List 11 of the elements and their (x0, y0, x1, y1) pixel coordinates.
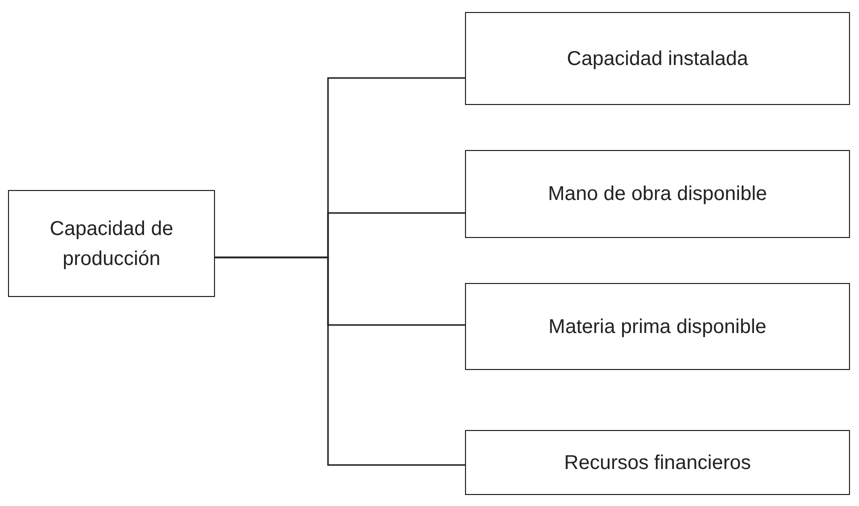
box-label: Recursos financieros (564, 450, 751, 476)
connector-line (215, 256, 465, 466)
process-box (465, 430, 850, 495)
box-label: Mano de obra disponible (548, 182, 768, 207)
box-label: Capacidad de producción (49, 216, 174, 272)
process-box (465, 12, 850, 105)
process-box (8, 190, 215, 297)
process-box (465, 283, 850, 370)
process-box (465, 150, 850, 238)
box-label: Capacidad instalada (566, 46, 748, 72)
box-label: Materia prima disponible (548, 314, 766, 340)
